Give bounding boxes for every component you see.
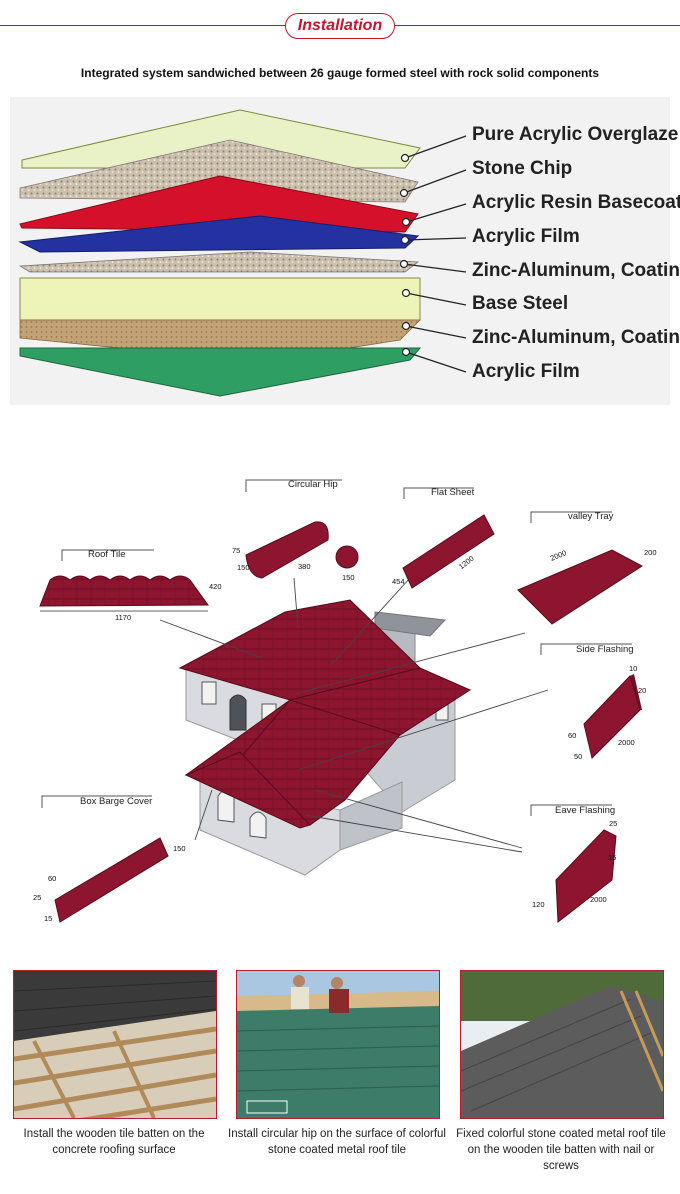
circular-hip-label: Circular Hip xyxy=(288,479,338,490)
layer-label-6: Base Steel xyxy=(472,293,569,314)
step-caption-3: Fixed colorful stone coated metal roof t… xyxy=(456,1128,666,1172)
box-barge-label: Box Barge Cover xyxy=(80,796,153,807)
dim-valley-200: 200 xyxy=(644,548,657,557)
dim-hip-150b: 150 xyxy=(342,573,355,582)
subtitle: Integrated system sandwiched between 26 … xyxy=(80,66,600,80)
valley-tray-label: valley Tray xyxy=(568,511,614,522)
roof-tile-part xyxy=(39,575,209,612)
dim-hip-150a: 150 xyxy=(237,563,250,572)
step-photo-3 xyxy=(460,970,664,1119)
side-flashing-part xyxy=(583,674,642,759)
layer-label-8: Acrylic Film xyxy=(472,361,580,382)
circular-hip-part xyxy=(245,521,359,579)
roof-tile-label: Roof Tile xyxy=(88,549,126,560)
dim-hip-75: 75 xyxy=(232,546,241,555)
dim-flat-454: 454 xyxy=(392,577,405,586)
layer-label-4: Acrylic Film xyxy=(472,226,580,247)
layer-label-2: Stone Chip xyxy=(472,158,573,179)
layer-3-basecoat xyxy=(19,175,419,233)
dim-barge-15: 15 xyxy=(44,914,53,923)
side-flashing-label: Side Flashing xyxy=(576,644,634,655)
dim-side-10: 10 xyxy=(629,664,638,673)
layer-4-acrylic-film xyxy=(18,215,420,253)
section-title: Installation xyxy=(285,13,395,39)
layer-label-1: Pure Acrylic Overglaze xyxy=(472,124,679,145)
valley-tray-part xyxy=(517,549,643,625)
step-photo-2 xyxy=(236,970,440,1119)
layer-1-overglaze xyxy=(21,109,421,169)
dim-side-2000: 2000 xyxy=(618,738,635,747)
layer-label-5: Zinc-Aluminum, Coating xyxy=(472,260,680,281)
dim-barge-60: 60 xyxy=(48,874,57,883)
layer-8-acrylic-film xyxy=(19,347,422,397)
layer-5-zinc-aluminum xyxy=(18,251,420,273)
layer-2-stone-chip xyxy=(19,139,419,203)
step-photo-1 xyxy=(13,970,217,1119)
dim-barge-150: 150 xyxy=(173,844,186,853)
layer-label-3: Acrylic Resin Basecoat xyxy=(472,192,680,213)
dim-tile-1170: 1170 xyxy=(115,613,132,622)
layer-leaders xyxy=(399,135,467,373)
dim-eave-15: 15 xyxy=(608,853,617,862)
dim-side-60: 60 xyxy=(568,731,577,740)
eave-flashing-label: Eave Flashing xyxy=(555,805,616,816)
dim-side-50: 50 xyxy=(574,752,583,761)
layer-label-7: Zinc-Aluminum, Coating xyxy=(472,327,680,348)
dim-eave-2000: 2000 xyxy=(590,895,607,904)
box-barge-part xyxy=(54,837,169,923)
step-caption-1: Install the wooden tile batten on the co… xyxy=(23,1128,205,1156)
dim-side-20: 20 xyxy=(638,686,647,695)
title-rule-left xyxy=(0,25,285,26)
flat-sheet-label: Flat Sheet xyxy=(431,487,475,498)
dim-eave-120: 120 xyxy=(532,900,545,909)
dim-hip-380: 380 xyxy=(298,562,311,571)
eave-flashing-part xyxy=(555,829,617,923)
dim-tile-420: 420 xyxy=(209,582,222,591)
title-rule-right xyxy=(394,25,680,26)
flat-sheet-part xyxy=(402,514,495,589)
step-caption-2: Install circular hip on the surface of c… xyxy=(228,1128,446,1156)
house xyxy=(178,599,472,876)
dim-barge-25: 25 xyxy=(33,893,42,902)
dim-eave-25: 25 xyxy=(609,819,618,828)
